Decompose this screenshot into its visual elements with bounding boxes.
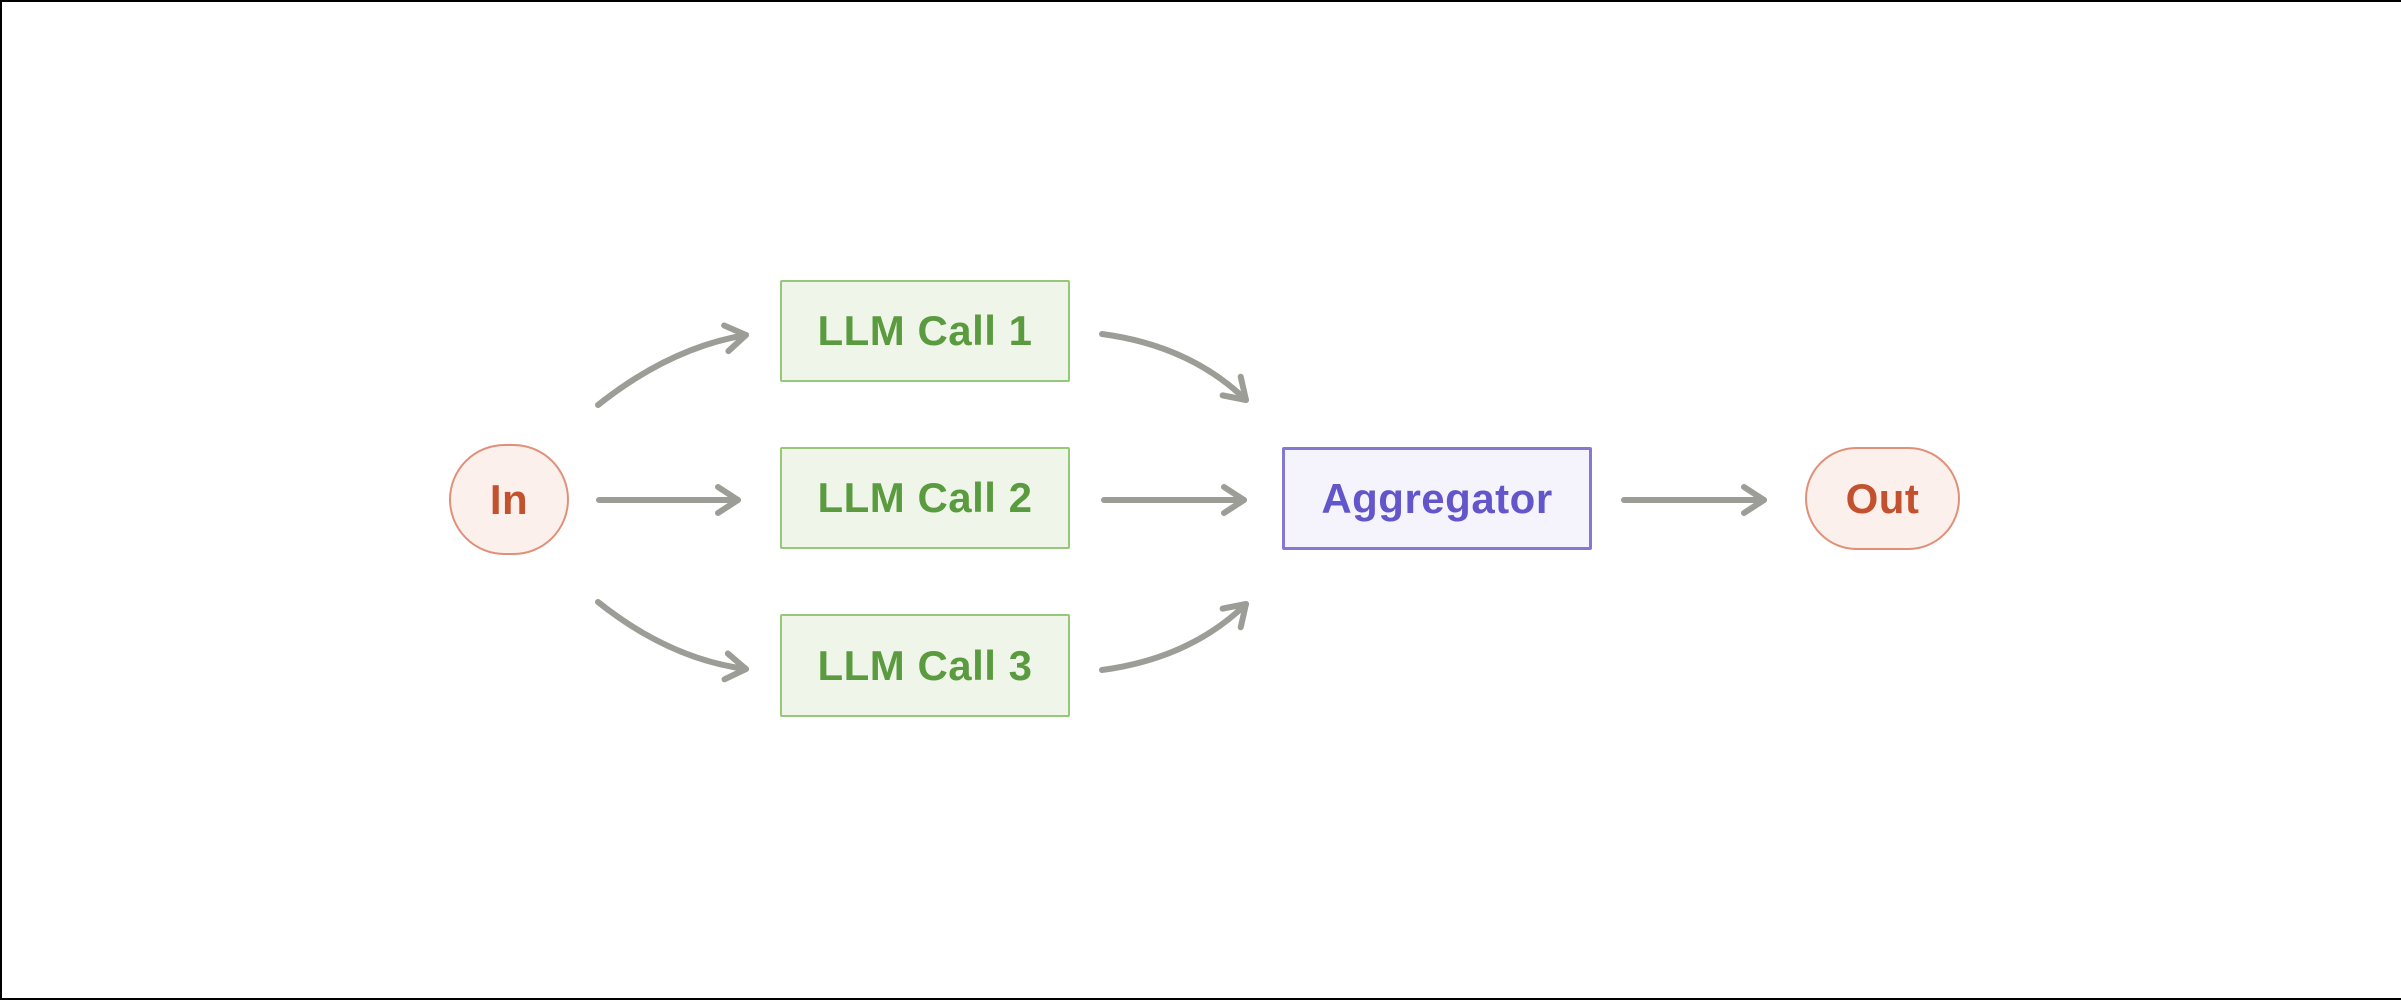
edge-llm-call-3-to-aggregator: [1099, 601, 1249, 673]
node-llm-call-3-label: LLM Call 3: [817, 641, 1033, 689]
node-llm-call-1: LLM Call 1: [780, 280, 1070, 382]
node-llm-call-3: LLM Call 3: [780, 614, 1070, 717]
node-llm-call-1-label: LLM Call 1: [817, 307, 1033, 354]
node-aggregator: Aggregator: [1282, 447, 1592, 550]
edge-llm-call-1-to-aggregator: [1099, 331, 1249, 403]
edge-in-to-llm-call-1: [595, 322, 749, 408]
node-llm-call-2-label: LLM Call 2: [817, 474, 1033, 521]
node-out-label: Out: [1845, 474, 1920, 522]
node-in-label: In: [489, 475, 529, 523]
node-out: Out: [1805, 447, 1960, 550]
node-aggregator-label: Aggregator: [1321, 474, 1553, 522]
edge-in-to-llm-call-3: [595, 599, 749, 683]
node-in: In: [449, 444, 569, 555]
node-llm-call-2: LLM Call 2: [780, 447, 1070, 549]
